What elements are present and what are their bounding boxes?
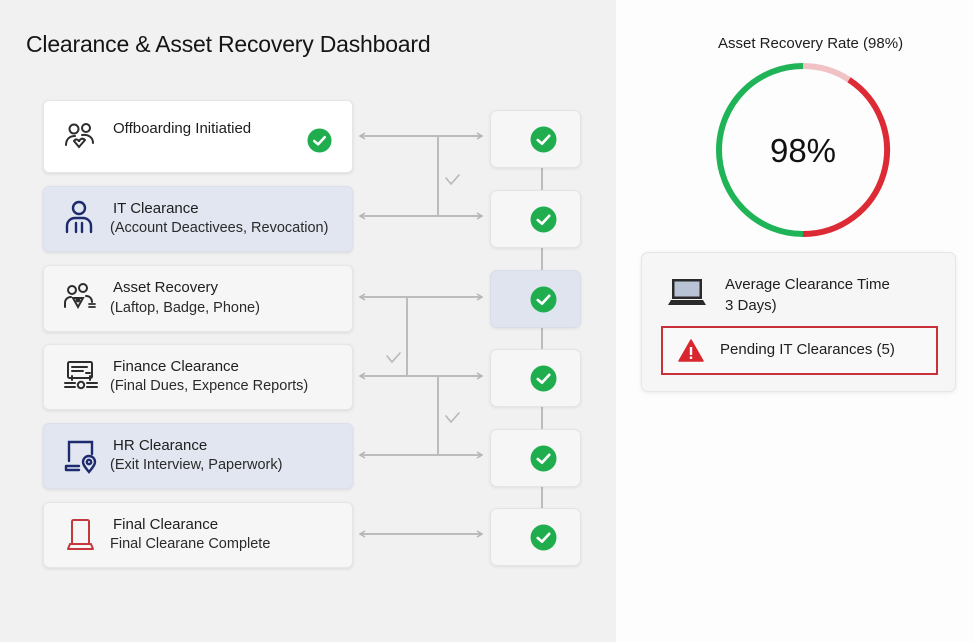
status-box-it-clearance[interactable] [490,190,581,248]
status-box-asset-recovery[interactable] [490,270,581,328]
status-box-offboarding[interactable] [490,110,581,168]
gauge-title: Asset Recovery Rate (98%) [718,35,904,52]
stage-title: HR Clearance [113,437,208,454]
status-box-finance-clearance[interactable] [490,349,581,407]
stage-title: Asset Recovery [113,279,219,296]
stage-card-offboarding[interactable]: Offboarding Initiatied [43,100,353,173]
stage-card-hr-clearance[interactable]: HR Clearance (Exit Interview, Paperwork) [43,423,353,489]
stage-subtitle: (Laftop, Badge, Phone) [110,300,260,316]
gauge-value: 98% [769,132,837,169]
stage-subtitle: (Final Dues, Expence Reports) [110,378,309,394]
metrics-card: Average Clearance Time 3 Days) Pending I… [641,252,956,392]
stage-title: IT Clearance [113,200,199,217]
stage-title: Finance Clearance [113,358,239,375]
stage-title: Final Clearance [113,516,219,533]
laptop-icon [668,279,706,305]
status-box-hr-clearance[interactable] [490,429,581,487]
warning-icon [678,339,704,362]
people-heart-icon [65,123,94,149]
stage-card-asset-recovery[interactable]: Asset Recovery (Laftop, Badge, Phone) [43,265,353,332]
stage-card-final-clearance[interactable]: Final Clearance Final Clearane Complete [43,502,353,568]
stage-subtitle: Final Clearane Complete [110,536,271,552]
recovery-rate-gauge [716,63,891,237]
stage-card-it-clearance[interactable]: IT Clearance (Account Deactivees, Revoca… [43,186,353,252]
stage-subtitle: (Account Deactivees, Revocation) [110,220,329,236]
page-title: Clearance & Asset Recovery Dashboard [26,31,431,57]
stage-card-finance-clearance[interactable]: Finance Clearance (Final Dues, Expence R… [43,344,353,410]
stage-title: Offboarding Initiatied [113,120,252,137]
check-circle-icon [530,126,557,153]
people-location-icon [64,283,96,310]
pending-alert[interactable]: Pending IT Clearances (5) [661,326,938,375]
check-circle-icon [530,365,557,392]
status-box-final-clearance[interactable] [490,508,581,566]
check-circle-icon [307,128,332,153]
pending-alert-text: Pending IT Clearances (5) [720,341,895,358]
user-icon [65,200,93,234]
laptop-outline-icon [67,519,94,550]
check-circle-icon [530,206,557,233]
monitor-location-icon [64,440,97,474]
check-circle-icon [530,445,557,472]
avg-clearance-value: 3 Days) [725,297,777,314]
check-circle-icon [530,524,557,551]
check-circle-icon [530,286,557,313]
stage-subtitle: (Exit Interview, Paperwork) [110,457,283,473]
finance-document-icon [64,361,98,390]
avg-clearance-label: Average Clearance Time [725,276,890,293]
